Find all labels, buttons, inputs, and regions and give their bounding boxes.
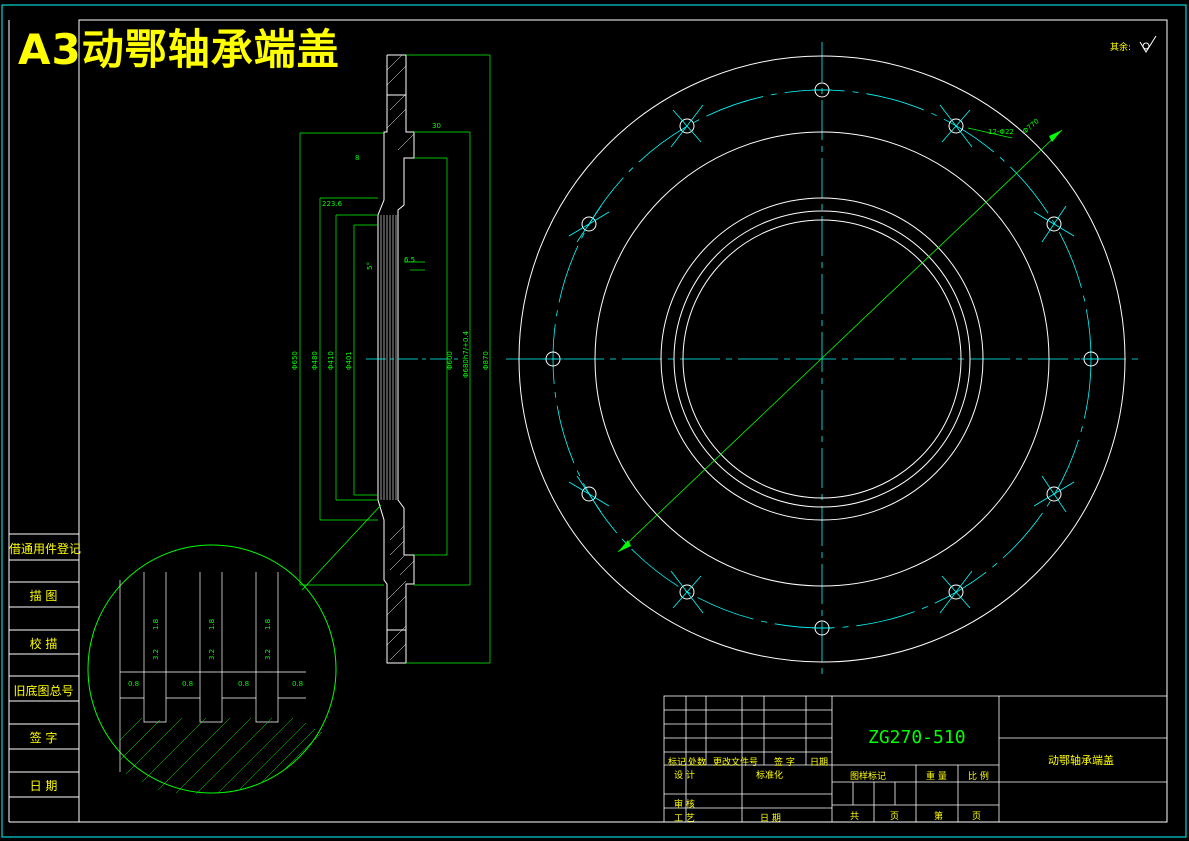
svg-text:3.2: 3.2 xyxy=(208,649,216,660)
svg-text:Φ870: Φ870 xyxy=(482,351,490,370)
detail-annotations: 0.8 0.8 0.8 0.8 1.8 1.8 1.8 3.2 3.2 3.2 xyxy=(128,619,303,688)
svg-text:3.2: 3.2 xyxy=(264,649,272,660)
tb-date: 日期 xyxy=(810,758,829,768)
section-hatching xyxy=(386,54,415,661)
svg-text:0.8: 0.8 xyxy=(238,680,249,688)
sidebar-item-borrowed: 借通用件登记 xyxy=(9,542,82,556)
tb-number: 第 xyxy=(934,812,944,822)
section-dimensions xyxy=(299,54,491,664)
svg-text:Φ410: Φ410 xyxy=(327,351,335,370)
diameter-dimension xyxy=(617,129,1063,553)
svg-text:0.8: 0.8 xyxy=(292,680,303,688)
roughness-symbol xyxy=(1139,35,1157,53)
sidebar-grid xyxy=(8,20,80,823)
tb-mark: 标记 xyxy=(668,758,687,768)
part-name: 动鄂轴承端盖 xyxy=(1048,754,1114,767)
svg-text:Φ600: Φ600 xyxy=(446,351,454,370)
detail-hatching xyxy=(119,717,323,795)
tb-total: 共 xyxy=(850,812,860,822)
section-dimension-text: Φ650 Φ480 Φ410 Φ401 Φ600 Φ680h7/+0.4 Φ87… xyxy=(291,122,490,378)
svg-text:Φ650: Φ650 xyxy=(291,351,299,370)
tb-standardized: 标准化 xyxy=(756,771,784,781)
sidebar-item-old-number: 旧底图总号 xyxy=(13,684,74,698)
tb-scale: 比 例 xyxy=(968,772,989,782)
detail-content xyxy=(119,572,306,772)
hole-centermarks xyxy=(543,89,1101,629)
sidebar-item-trace: 描 图 xyxy=(29,589,58,603)
drawing-number: ZG270-510 xyxy=(868,727,966,748)
detail-leader xyxy=(301,504,382,591)
svg-text:Φ770: Φ770 xyxy=(1021,117,1041,135)
svg-text:0.8: 0.8 xyxy=(128,680,139,688)
svg-text:1.8: 1.8 xyxy=(152,619,160,630)
svg-text:1.8: 1.8 xyxy=(264,619,272,630)
middle-circle xyxy=(594,131,1050,587)
inner-circle-2 xyxy=(673,210,971,508)
rough-note: 其余: xyxy=(1110,43,1132,53)
svg-text:12-Φ22: 12-Φ22 xyxy=(988,128,1014,136)
detail-circle xyxy=(87,544,337,794)
tb-count: 处数 xyxy=(688,758,707,768)
tb-page: 页 xyxy=(972,812,982,822)
tb-date2: 日 期 xyxy=(760,814,781,824)
svg-text:5°: 5° xyxy=(366,262,374,270)
tb-review: 审 核 xyxy=(674,800,695,810)
svg-text:0.8: 0.8 xyxy=(182,680,193,688)
svg-text:Φ401: Φ401 xyxy=(345,351,353,370)
front-view: 12-Φ22 Φ770 xyxy=(506,42,1140,678)
sidebar-item-sign: 签 字 xyxy=(29,731,58,745)
tb-designed: 设 计 xyxy=(674,771,695,781)
svg-text:6.5: 6.5 xyxy=(404,256,415,264)
tb-process: 工 艺 xyxy=(674,814,695,824)
inner-circle-1 xyxy=(660,197,984,521)
outer-circle xyxy=(518,55,1126,663)
svg-text:Φ680h7/+0.4: Φ680h7/+0.4 xyxy=(462,330,470,378)
tb-change-doc: 更改文件号 xyxy=(713,758,759,768)
sidebar-item-check: 校 描 xyxy=(29,637,58,651)
svg-text:3.2: 3.2 xyxy=(152,649,160,660)
title-block-grid xyxy=(663,695,1168,823)
tb-weight: 重 量 xyxy=(926,772,947,782)
sidebar-item-date: 日 期 xyxy=(29,779,58,793)
svg-text:30: 30 xyxy=(432,122,441,130)
svg-text:223.6: 223.6 xyxy=(322,200,343,208)
sheet-border-outer xyxy=(1,4,1187,838)
sheet-border-inner xyxy=(78,19,1168,823)
svg-text:8: 8 xyxy=(355,154,359,162)
svg-text:1.8: 1.8 xyxy=(208,619,216,630)
tb-stage-mark: 图样标记 xyxy=(850,772,887,782)
svg-text:Φ480: Φ480 xyxy=(311,351,319,370)
title-banner: A3动鄂轴承端盖 xyxy=(18,25,340,74)
tb-signature: 签 字 xyxy=(774,758,795,768)
bore-circle xyxy=(682,219,962,499)
tb-sheet: 页 xyxy=(890,812,900,822)
